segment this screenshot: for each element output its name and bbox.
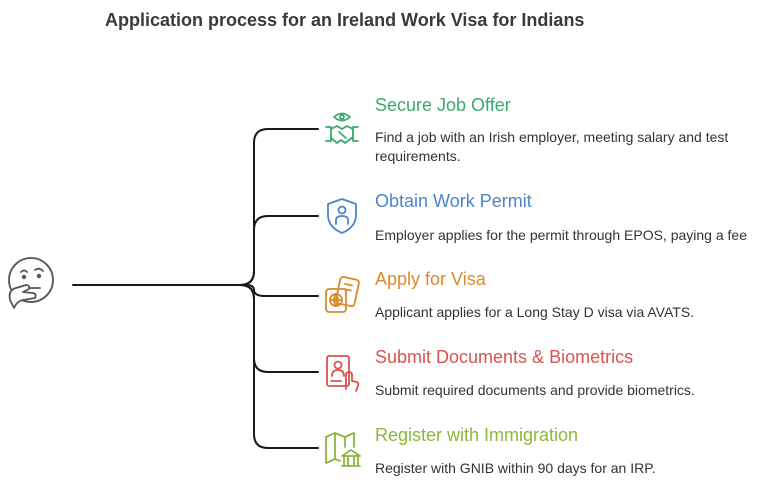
- shield-person-icon: [322, 196, 362, 236]
- thinking-face-icon: [8, 257, 54, 309]
- passport-icon: [322, 275, 362, 315]
- page-title: Application process for an Ireland Work …: [105, 10, 585, 30]
- document-fingerprint-icon: [322, 352, 362, 392]
- step-description-5: Register with GNIB within 90 days for an…: [375, 460, 656, 476]
- step-description-2: Employer applies for the permit through …: [375, 227, 747, 243]
- step-title-4: Submit Documents & Biometrics: [375, 347, 634, 367]
- step-title-2: Obtain Work Permit: [375, 191, 532, 211]
- connector-step-4: [239, 284, 319, 373]
- step-title-3: Apply for Visa: [375, 269, 486, 289]
- step-title-5: Register with Immigration: [375, 425, 579, 445]
- connector-step-2: [239, 215, 319, 286]
- handshake-eye-icon: [322, 108, 362, 148]
- connector-step-3: [245, 284, 319, 297]
- step-description-3: Applicant applies for a Long Stay D visa…: [375, 304, 695, 320]
- connector-step-5: [239, 284, 319, 449]
- connector-step-1: [239, 128, 319, 286]
- step-title-1: Secure Job Offer: [375, 95, 511, 115]
- step-description-1: Find a job with an Irish employer, meeti…: [375, 129, 729, 164]
- step-description-4: Submit required documents and provide bi…: [375, 382, 695, 398]
- map-building-icon: [322, 429, 362, 469]
